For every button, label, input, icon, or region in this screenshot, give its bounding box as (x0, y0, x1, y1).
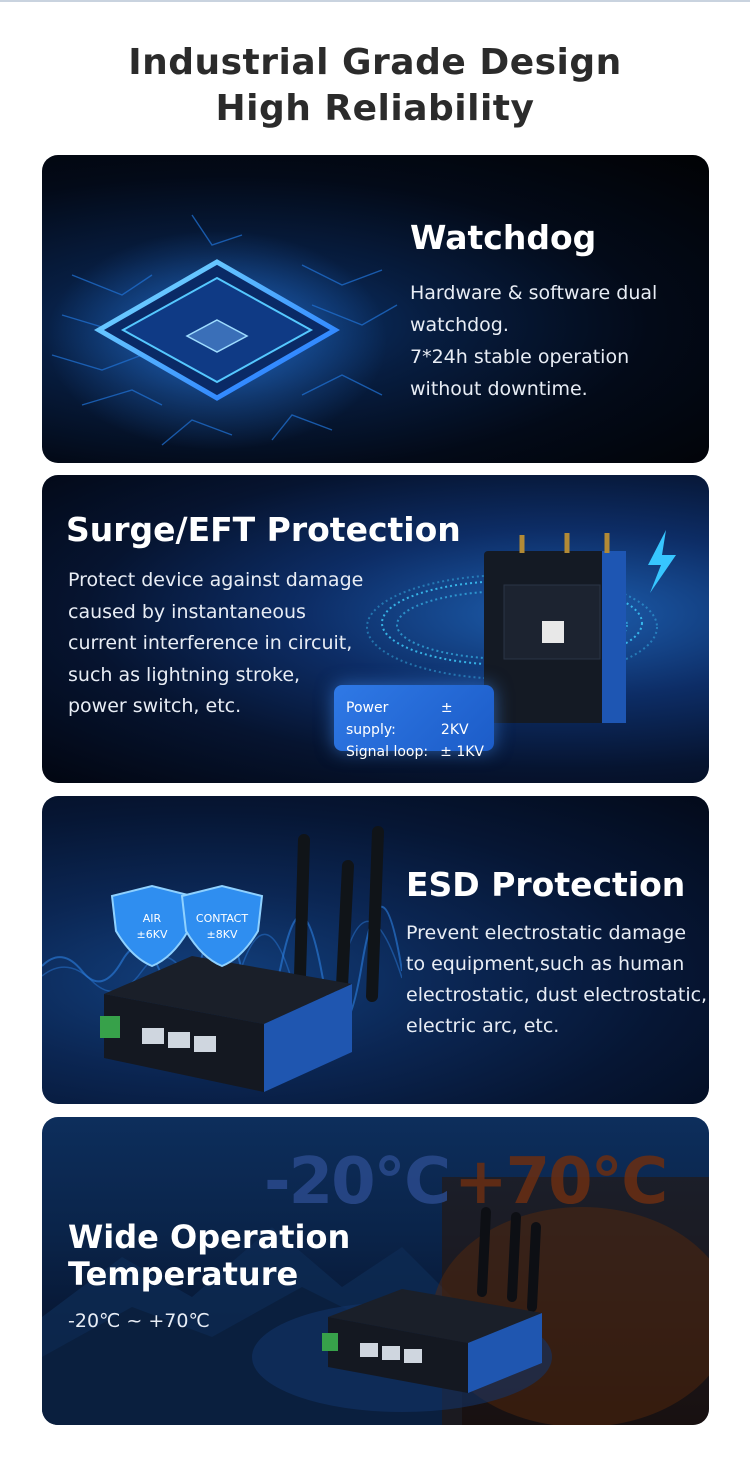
router-esd-illustration: AIR ±6KV CONTACT ±8KV (42, 826, 402, 1092)
esd-description: Prevent electrostatic damage to equipmen… (406, 918, 707, 1042)
router-device (484, 533, 626, 723)
chip-circuit-illustration (47, 214, 398, 450)
esd-title: ESD Protection (406, 865, 686, 904)
surge-line: caused by instantaneous (68, 600, 306, 623)
router-lightning-illustration (366, 530, 676, 723)
air-shield-label: AIR (143, 912, 162, 925)
watchdog-line: Hardware & software dual (410, 282, 658, 304)
air-shield-value: ±6KV (137, 928, 168, 941)
watchdog-line: watchdog. (410, 314, 509, 336)
watchdog-line: 7*24h stable operation (410, 346, 630, 368)
surge-line: such as lightning stroke, (68, 663, 301, 686)
esd-card: AIR ±6KV CONTACT ±8KV ESD Protection Pre… (42, 796, 709, 1104)
watchdog-line: without downtime. (410, 378, 588, 400)
mountain-fire-background (42, 1177, 709, 1425)
surge-eft-card: Surge/EFT Protection Protect device agai… (42, 475, 709, 783)
top-divider (0, 0, 750, 2)
surge-description: Protect device against damage caused by … (68, 565, 363, 723)
page-title-line2: High Reliability (215, 88, 535, 129)
watchdog-card: Watchdog Hardware & software dual watchd… (42, 155, 709, 463)
signal-loop-label: Signal loop: (346, 744, 429, 760)
surge-line: current interference in circuit, (68, 632, 353, 654)
power-supply-label: Power supply: (346, 700, 396, 738)
lightning-bolt-icon (648, 530, 676, 593)
contact-shield-icon: CONTACT ±8KV (180, 884, 264, 968)
watchdog-title: Watchdog (410, 218, 597, 257)
router-device (322, 1289, 542, 1393)
esd-line: electrostatic, dust electrostatic, (406, 984, 708, 1006)
surge-spec-badge: Power supply: ± 2KV Signal loop: ± 1KV (334, 685, 494, 760)
watchdog-description: Hardware & software dual watchdog. 7*24h… (410, 277, 657, 405)
surge-line: Protect device against damage (68, 569, 364, 591)
power-supply-value: ± 2KV (440, 700, 469, 738)
esd-line: Prevent electrostatic damage (406, 922, 687, 944)
esd-line: electric arc, etc. (406, 1015, 560, 1037)
surge-line: power switch, etc. (68, 695, 242, 717)
wide-temperature-card: -20℃ +70℃ Wide Operation Temperature -20… (42, 1117, 709, 1425)
hot-temperature-display: +70℃ (454, 1145, 668, 1219)
page-title: Industrial Grade Design High Reliability (0, 40, 750, 132)
router-device (100, 956, 352, 1092)
temperature-title: Wide Operation Temperature (68, 1219, 350, 1293)
surge-title: Surge/EFT Protection (66, 510, 461, 549)
page-title-line1: Industrial Grade Design (128, 42, 622, 83)
contact-shield-label: CONTACT (196, 912, 248, 925)
air-shield-icon: AIR ±6KV (110, 884, 194, 968)
contact-shield-value: ±8KV (207, 928, 238, 941)
temperature-range: -20℃ ~ +70℃ (68, 1310, 210, 1332)
temperature-title-line1: Wide Operation (68, 1218, 351, 1256)
temperature-title-line2: Temperature (68, 1255, 299, 1293)
signal-loop-value: ± 1KV (440, 744, 484, 760)
esd-line: to equipment,such as human (406, 953, 685, 975)
cold-temperature-display: -20℃ (264, 1145, 451, 1219)
